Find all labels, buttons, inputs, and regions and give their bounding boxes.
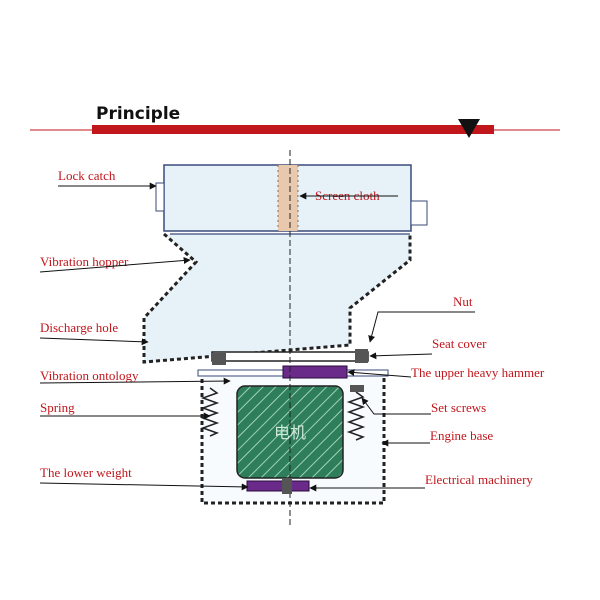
label-vibration-ontology: Vibration ontology (40, 368, 139, 383)
leader-lower-weight (39, 482, 249, 491)
triangle-marker-icon (458, 119, 480, 138)
label-engine-base: Engine base (430, 428, 493, 443)
spring-left (200, 387, 220, 437)
leader-set-screws (361, 397, 431, 415)
lock-catch-part (155, 182, 165, 212)
label-lower-weight: The lower weight (40, 465, 132, 480)
label-electrical-machinery: Electrical machinery (425, 472, 533, 487)
spring-right (346, 391, 366, 441)
nut-right-part (355, 349, 368, 363)
screen-cloth-strip (278, 165, 298, 231)
upper-heavy-hammer (283, 366, 347, 378)
right-clamp-part (410, 200, 428, 226)
leader-discharge-hole (39, 337, 149, 346)
label-vibration-hopper: Vibration hopper (40, 254, 129, 269)
nut-left-part (212, 353, 226, 365)
lower-weight (246, 480, 310, 492)
leader-seat-cover (369, 352, 433, 360)
leader-nut (368, 311, 475, 343)
label-spring: Spring (40, 400, 75, 415)
label-set-screws: Set screws (431, 400, 486, 415)
leader-vibration-hopper (39, 257, 191, 273)
label-upper-heavy-hammer: The upper heavy hammer (411, 365, 545, 380)
label-nut: Nut (453, 294, 473, 309)
label-seat-cover: Seat cover (432, 336, 487, 351)
header-bar (92, 125, 494, 134)
page-title: Principle (96, 104, 180, 124)
label-lock-catch: Lock catch (58, 168, 116, 183)
leader-upper-heavy-hammer (347, 369, 412, 378)
label-discharge-hole: Discharge hole (40, 320, 118, 335)
set-screw-part (350, 385, 364, 392)
leader-vibration-ontology (39, 377, 231, 385)
vibration-hopper-body (142, 232, 412, 364)
